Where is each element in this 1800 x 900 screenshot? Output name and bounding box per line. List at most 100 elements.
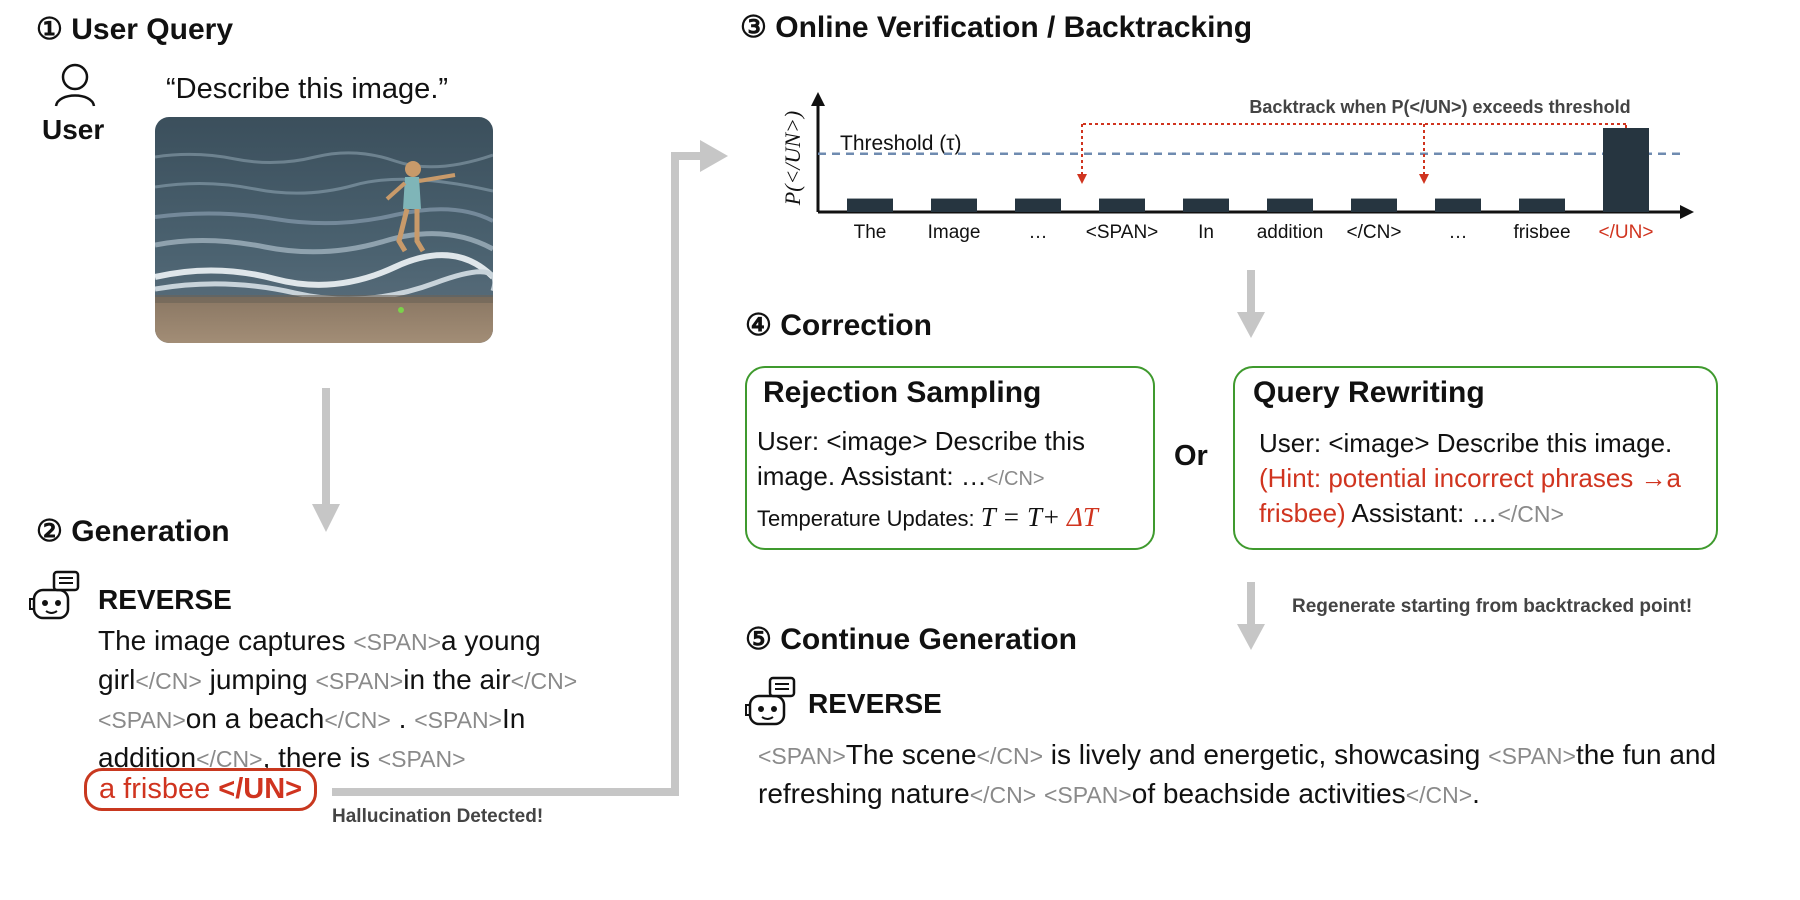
- user-query-text: “Describe this image.”: [166, 73, 449, 105]
- section5-number: ⑤: [745, 623, 772, 656]
- span-tag: <SPAN>: [758, 743, 846, 769]
- section2-title-text: Generation: [71, 515, 230, 548]
- tick-label-7: …: [1449, 222, 1468, 243]
- robot-icon: [29, 570, 80, 620]
- robot-icon: [745, 676, 796, 726]
- hallucinated-phrase: a frisbee </UN>: [84, 768, 318, 811]
- tick-label-3: <SPAN>: [1086, 222, 1159, 243]
- model-name-continue: REVERSE: [808, 688, 942, 719]
- temperature-formula: T = T+: [980, 502, 1068, 532]
- flow-arrow-down-1: [312, 388, 340, 532]
- un-tag: </UN>: [218, 773, 303, 805]
- y-axis-label: P(</UN>): [780, 111, 805, 206]
- tick-label-8: frisbee: [1513, 222, 1570, 243]
- backtrack-arrowhead-0: [1077, 174, 1087, 184]
- cont-text-5: of beachside activities: [1131, 778, 1406, 809]
- query-rewriting-box: Query Rewriting User: <image> Describe t…: [1233, 366, 1718, 550]
- threshold-label: Threshold (τ): [840, 132, 962, 155]
- section1-title: ① User Query: [36, 12, 233, 47]
- rewriting-assistant: Assistant: …: [1345, 498, 1498, 528]
- section4-number: ④: [745, 309, 772, 342]
- cn-tag: </CN>: [1497, 501, 1564, 527]
- section1-title-text: User Query: [71, 13, 233, 46]
- rejection-sampling-box: Rejection Sampling User: <image> Describ…: [745, 366, 1155, 550]
- regenerate-note: Regenerate starting from backtracked poi…: [1292, 596, 1693, 617]
- section4-title-text: Correction: [780, 309, 932, 342]
- section2-title: ② Generation: [36, 514, 230, 549]
- section4-title: ④ Correction: [745, 308, 932, 343]
- gen-text-8: , there is: [262, 742, 378, 773]
- backtrack-note: Backtrack when P(</UN>) exceeds threshol…: [1249, 97, 1630, 117]
- hallucinated-text: a frisbee: [99, 773, 211, 805]
- query-rewriting-prompt: User: <image> Describe this image. (Hint…: [1259, 426, 1709, 532]
- cont-text-3: the fun and refreshing nature: [758, 739, 1717, 809]
- cn-tag: </CN>: [196, 746, 263, 772]
- rewriting-prompt-text: User: <image> Describe this image.: [1259, 428, 1673, 458]
- or-label: Or: [1174, 440, 1208, 472]
- user-icon: [54, 63, 96, 107]
- section1-number: ①: [36, 13, 63, 46]
- section2-number: ②: [36, 515, 63, 548]
- section3-title: ③ Online Verification / Backtracking: [740, 10, 1252, 45]
- chart-bars: [847, 128, 1649, 212]
- bar-7: [1435, 198, 1481, 212]
- continued-generation-text: <SPAN>The scene</CN> is lively and energ…: [758, 736, 1758, 814]
- span-tag: <SPAN>: [377, 746, 466, 772]
- cn-tag: </CN>: [1405, 782, 1473, 808]
- section5-title: ⑤ Continue Generation: [745, 622, 1077, 657]
- gen-text-4: in the air: [403, 664, 511, 695]
- tick-label-6: </CN>: [1347, 222, 1402, 243]
- cn-tag: </CN>: [510, 668, 578, 694]
- beach-photo: [155, 117, 493, 343]
- rejection-sampling-prompt: User: <image> Describe this image. Assis…: [757, 424, 1142, 497]
- span-tag: <SPAN>: [353, 629, 442, 655]
- cont-text-4: [1036, 778, 1044, 809]
- tick-label-1: Image: [928, 222, 981, 243]
- flow-arrow-to-verification: [332, 140, 728, 796]
- bar-0: [847, 198, 893, 212]
- y-axis-arrowhead: [811, 92, 825, 106]
- span-tag: <SPAN>: [414, 707, 502, 733]
- tick-label-5: addition: [1257, 222, 1324, 243]
- cn-tag: </CN>: [969, 782, 1037, 808]
- backtrack-arrowhead-1: [1419, 174, 1429, 184]
- temperature-label: Temperature Updates:: [757, 506, 981, 531]
- bar-3: [1099, 198, 1145, 212]
- bar-1: [931, 198, 977, 212]
- rejection-sampling-title: Rejection Sampling: [763, 376, 1042, 409]
- flow-arrow-down-2: [1237, 270, 1265, 338]
- hallucination-detected-label: Hallucination Detected!: [332, 806, 544, 827]
- flow-arrow-down-3: [1237, 582, 1265, 650]
- cn-tag: </CN>: [135, 668, 202, 694]
- user-label: User: [42, 114, 105, 145]
- cont-text-2: is lively and energetic, showcasing: [1043, 739, 1489, 770]
- bar-8: [1519, 198, 1565, 212]
- gen-text-1: The image captures: [98, 625, 354, 656]
- bar-5: [1267, 198, 1313, 212]
- gen-text-7: In addition: [98, 703, 526, 773]
- rejection-prompt-text: User: <image> Describe this image. Assis…: [757, 426, 1086, 491]
- span-tag: <SPAN>: [315, 668, 404, 694]
- x-axis-arrowhead: [1680, 205, 1694, 219]
- gen-text-5: on a beach: [185, 703, 325, 734]
- bar-6: [1351, 198, 1397, 212]
- rewriting-hint: (Hint: potential incorrect phrases →a fr…: [1259, 463, 1681, 528]
- gen-text-3: jumping: [201, 664, 316, 695]
- bar-9: [1603, 128, 1649, 212]
- query-rewriting-title: Query Rewriting: [1253, 376, 1485, 409]
- tick-label-9: </UN>: [1599, 222, 1654, 243]
- cont-text-6: .: [1472, 778, 1480, 809]
- cn-tag: </CN>: [986, 468, 1045, 490]
- section3-title-text: Online Verification / Backtracking: [775, 11, 1253, 44]
- tick-label-4: In: [1198, 222, 1214, 243]
- section3-number: ③: [740, 11, 767, 44]
- cn-tag: </CN>: [324, 707, 391, 733]
- section5-title-text: Continue Generation: [780, 623, 1077, 656]
- gen-text-6: .: [390, 703, 415, 734]
- temperature-update: Temperature Updates: T = T+ ΔT: [757, 502, 1098, 533]
- model-name-generation: REVERSE: [98, 584, 232, 615]
- delta-temperature: ΔT: [1067, 502, 1098, 532]
- span-tag: <SPAN>: [98, 707, 186, 733]
- gen-text-2: a young girl: [98, 625, 541, 695]
